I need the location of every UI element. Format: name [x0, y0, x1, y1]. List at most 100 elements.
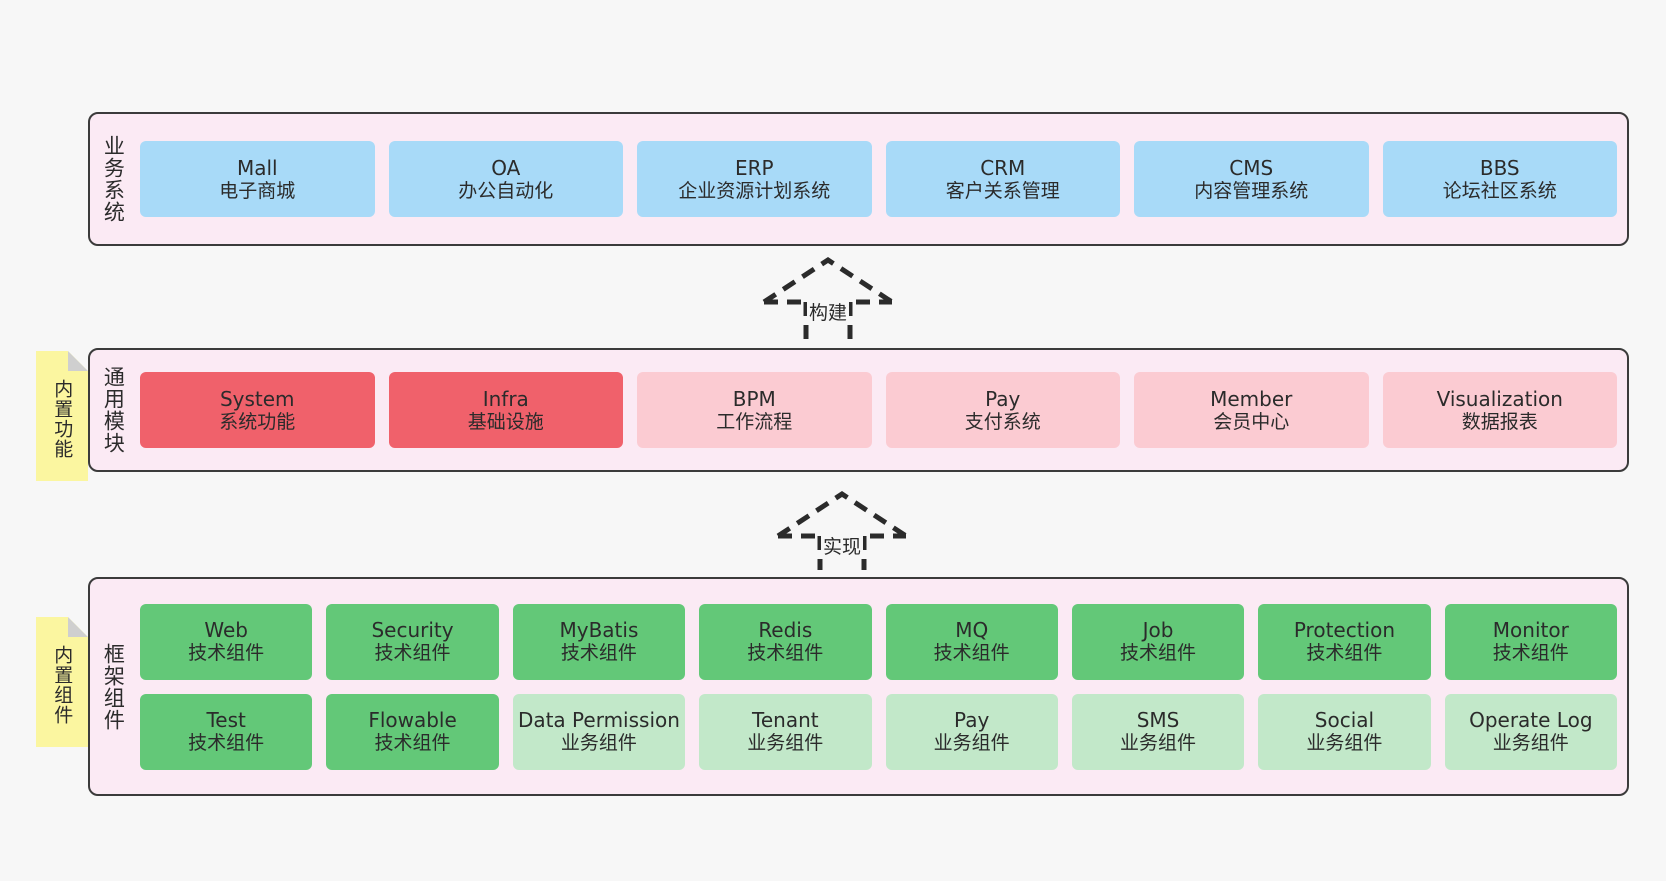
card-title-cn: 技术组件 — [374, 732, 451, 755]
card-title-cn: 技术组件 — [747, 642, 824, 665]
layer-business-system-label: 业务系统 — [101, 135, 126, 223]
connector-build: 构建 — [760, 256, 896, 346]
arrow-head-implement — [776, 491, 908, 539]
card-title-cn: 技术组件 — [1306, 642, 1383, 665]
card-title-cn: 技术组件 — [1120, 642, 1197, 665]
card-title-en: ERP — [734, 155, 774, 180]
card-title-en: Member — [1210, 386, 1293, 411]
sticky-note-builtin-function: 内置功能 — [36, 351, 88, 481]
sticky-note-builtin-component-label: 内置组件 — [51, 645, 74, 725]
card-title-cn: 办公自动化 — [458, 179, 554, 202]
card-title-cn: 技术组件 — [933, 642, 1010, 665]
sticky-note-builtin-component: 内置组件 — [36, 617, 88, 747]
card-title-cn: 会员中心 — [1213, 410, 1290, 433]
sticky-note-builtin-function-label: 内置功能 — [51, 379, 74, 459]
card-title-cn: 技术组件 — [188, 732, 265, 755]
layer-framework-component-label: 框架组件 — [101, 642, 126, 731]
card-title-cn: 电子商城 — [219, 179, 296, 202]
card-title-en: Security — [371, 618, 454, 643]
card-title-en: MQ — [955, 618, 989, 643]
card-title-cn: 基础设施 — [467, 410, 544, 433]
card-title-cn: 业务组件 — [1492, 732, 1569, 755]
connector-build-label: 构建 — [806, 298, 850, 325]
card-title-cn: 企业资源计划系统 — [678, 179, 831, 202]
card-title-en: CRM — [980, 155, 1026, 180]
card-title-en: SMS — [1136, 708, 1180, 733]
card-title-cn: 业务组件 — [1306, 732, 1383, 755]
card-title-en: CMS — [1229, 155, 1274, 180]
card-title-cn: 内容管理系统 — [1194, 179, 1309, 202]
card-title-en: Operate Log — [1469, 708, 1593, 733]
note-fold-corner-icon — [68, 617, 88, 637]
card-title-en: Protection — [1293, 618, 1396, 643]
card-title-cn: 业务组件 — [560, 732, 637, 755]
card-title-cn: 客户关系管理 — [945, 179, 1060, 202]
card-title-en: Tenant — [752, 708, 819, 733]
card-title-en: MyBatis — [559, 618, 639, 643]
card-title-cn: 技术组件 — [560, 642, 637, 665]
card-title-en: OA — [491, 155, 521, 180]
card-title-cn: 业务组件 — [747, 732, 824, 755]
card-title-cn: 工作流程 — [716, 410, 793, 433]
card-title-en: Job — [1142, 618, 1174, 643]
card-title-en: BPM — [732, 386, 776, 411]
card-title-en: Mall — [236, 155, 278, 180]
card-title-cn: 系统功能 — [219, 410, 296, 433]
connector-implement: 实现 — [774, 490, 910, 570]
card-title-en: System — [219, 386, 295, 411]
card-title-cn: 业务组件 — [1120, 732, 1197, 755]
card-title-cn: 技术组件 — [188, 642, 265, 665]
card-title-cn: 支付系统 — [964, 410, 1041, 433]
card-title-en: Infra — [482, 386, 529, 411]
card-title-en: Flowable — [368, 708, 457, 733]
card-title-cn: 技术组件 — [1492, 642, 1569, 665]
card-title-en: Test — [206, 708, 246, 733]
card-title-en: BBS — [1479, 155, 1520, 180]
connector-implement-label: 实现 — [820, 532, 864, 559]
layer-common-module-label: 通用模块 — [101, 366, 126, 454]
card-title-en: Visualization — [1436, 386, 1563, 411]
card-title-cn: 业务组件 — [933, 732, 1010, 755]
card-title-en: Social — [1314, 708, 1375, 733]
card-title-en: Web — [204, 618, 248, 643]
